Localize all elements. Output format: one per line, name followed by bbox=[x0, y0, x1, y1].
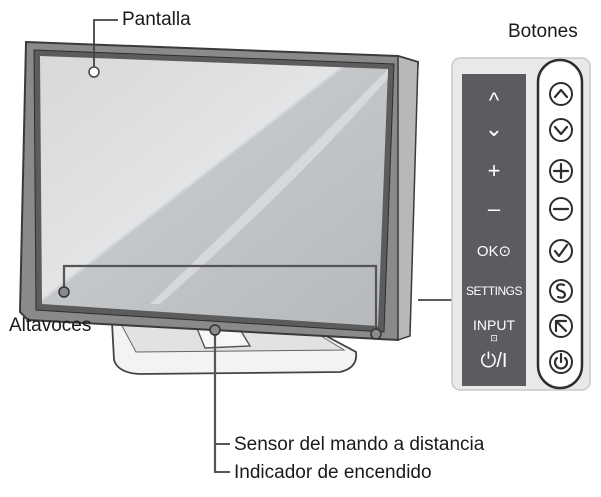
ok-button[interactable]: OK⊙ bbox=[476, 243, 512, 260]
button-panel bbox=[451, 57, 591, 391]
input-icon: ⊡ bbox=[490, 333, 498, 343]
speakers-label: Altavoces bbox=[9, 315, 92, 336]
channel-down-circle-icon[interactable] bbox=[549, 118, 573, 142]
leader-lines bbox=[93, 19, 452, 473]
channel-up-button[interactable]: ^ bbox=[488, 88, 500, 113]
tv-screen bbox=[40, 56, 388, 326]
screen-label: Pantalla bbox=[122, 9, 191, 30]
buttons-label: Botones bbox=[508, 21, 578, 42]
volume-down-button[interactable]: – bbox=[487, 196, 501, 221]
settings-button[interactable]: SETTINGS bbox=[465, 284, 523, 298]
input-button[interactable]: INPUT bbox=[473, 317, 515, 333]
speaker-bracket bbox=[62, 264, 378, 473]
screen-marker bbox=[88, 66, 100, 78]
power-indicator-label: Indicador de encendido bbox=[234, 462, 432, 483]
power-button[interactable]: ⏻/I bbox=[480, 350, 508, 372]
channel-down-button[interactable]: ⌄ bbox=[484, 116, 504, 141]
speaker-left-marker bbox=[58, 286, 70, 298]
sensor-marker bbox=[209, 324, 221, 336]
channel-up-circle-icon[interactable] bbox=[549, 82, 573, 106]
remote-sensor-label: Sensor del mando a distancia bbox=[234, 434, 485, 455]
speaker-right-marker bbox=[370, 328, 382, 340]
ok-circle-icon[interactable] bbox=[549, 239, 573, 263]
volume-up-button[interactable]: + bbox=[487, 158, 501, 183]
